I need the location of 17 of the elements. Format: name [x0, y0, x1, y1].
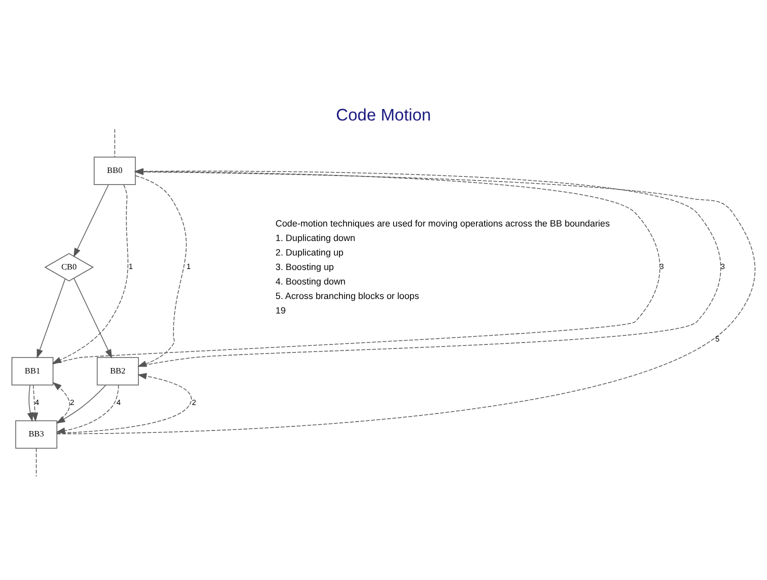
edge-label: 3 [720, 262, 725, 271]
diagram-title: Code Motion [336, 105, 431, 124]
label: 4. Boosting down [276, 276, 346, 286]
label: 1. Duplicating down [276, 232, 356, 243]
edge-label: 2 [192, 397, 196, 406]
label: Code-motion techniques are used for moving operations across the BB boundaries [276, 218, 610, 228]
edge-label: 4 [34, 397, 40, 406]
label: 3. Boosting up [276, 262, 334, 272]
edge-label: 1 [186, 262, 191, 271]
edge-label: 1 [128, 262, 133, 271]
edge-label: 2 [70, 397, 74, 406]
label: 19 [276, 304, 286, 315]
edge-label: 3 [660, 262, 664, 271]
label: 2. Duplicating up [276, 247, 344, 258]
edge-label: 4 [116, 397, 121, 406]
label: 5. Across branching blocks or loops [276, 290, 420, 300]
edge-label: 5 [715, 334, 720, 344]
